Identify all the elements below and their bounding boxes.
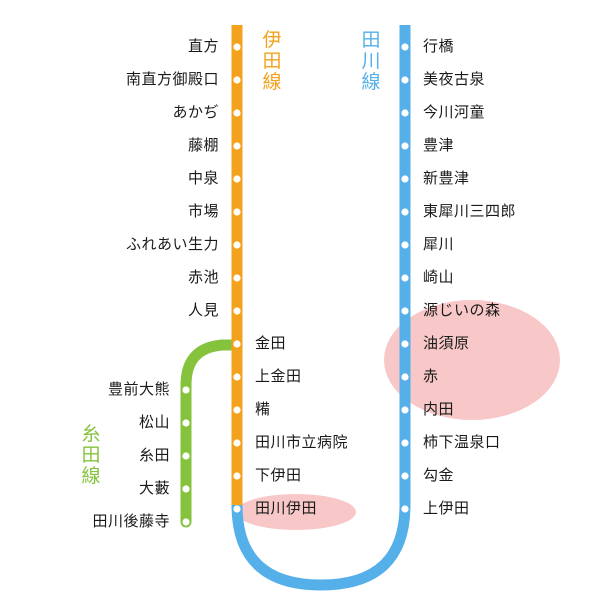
station-dot-tagawa xyxy=(401,76,409,84)
station-label-tagawa: 犀川 xyxy=(423,235,455,253)
station-dot-shared xyxy=(233,505,241,513)
station-dot-ita xyxy=(233,142,241,150)
highlight-area-tagawa-ita xyxy=(236,494,356,530)
station-dot-tagawa xyxy=(401,307,409,315)
station-dot-tagawa xyxy=(401,208,409,216)
station-dot-shared xyxy=(233,340,241,348)
station-dot-itoda xyxy=(182,485,190,493)
station-dot-shared xyxy=(233,373,241,381)
station-label-tagawa: 東犀川三四郎 xyxy=(423,202,517,220)
station-label-tagawa: 美夜古泉 xyxy=(423,70,486,88)
tagawa-line-track xyxy=(231,25,411,591)
station-dot-tagawa xyxy=(401,439,409,447)
station-dot-shared xyxy=(233,406,241,414)
station-label-tagawa: 内田 xyxy=(423,400,455,418)
station-label-itoda: 田川後藤寺 xyxy=(92,512,170,530)
station-dot-itoda xyxy=(182,419,190,427)
station-label-tagawa: 今川河童 xyxy=(423,103,486,121)
station-label-ita: 中泉 xyxy=(187,169,219,187)
station-dot-ita xyxy=(233,208,241,216)
station-dot-shared xyxy=(233,439,241,447)
station-label-itoda: 糸田 xyxy=(138,446,170,464)
itoda-line-track xyxy=(180,339,243,528)
station-label-tagawa: 崎山 xyxy=(423,268,455,286)
station-dot-tagawa xyxy=(401,109,409,117)
ita-line-name: 伊田線 xyxy=(262,29,282,93)
station-label-tagawa: 油須原 xyxy=(423,334,470,352)
station-dot-itoda xyxy=(182,386,190,394)
station-dot-ita xyxy=(233,109,241,117)
station-label-shared: 田川伊田 xyxy=(255,499,318,517)
tagawa-line-name: 田川線 xyxy=(361,29,381,93)
station-dot-tagawa xyxy=(401,505,409,513)
station-label-itoda: 豊前大熊 xyxy=(107,380,170,398)
station-label-ita: 藤棚 xyxy=(187,136,219,154)
station-dot-tagawa xyxy=(401,142,409,150)
station-dot-tagawa xyxy=(401,373,409,381)
station-dot-tagawa xyxy=(401,43,409,51)
station-label-tagawa: 上伊田 xyxy=(423,499,470,517)
station-label-ita: 赤池 xyxy=(187,268,219,286)
station-dot-shared xyxy=(233,472,241,480)
station-label-shared: 田川市立病院 xyxy=(255,433,349,451)
station-label-shared: 上金田 xyxy=(255,367,302,385)
station-dot-tagawa xyxy=(401,274,409,282)
station-label-ita: 南直方御殿口 xyxy=(125,70,219,88)
station-label-tagawa: 源じいの森 xyxy=(423,301,501,319)
station-dot-ita xyxy=(233,241,241,249)
station-label-itoda: 大藪 xyxy=(138,479,170,497)
station-dot-tagawa xyxy=(401,406,409,414)
highlight-area-tagawa xyxy=(384,300,560,420)
station-label-tagawa: 勾金 xyxy=(423,466,455,484)
station-dot-ita xyxy=(233,76,241,84)
station-dot-tagawa xyxy=(401,175,409,183)
station-dot-tagawa xyxy=(401,340,409,348)
station-label-tagawa: 新豊津 xyxy=(423,169,470,187)
station-dot-tagawa xyxy=(401,241,409,249)
station-label-ita: 人見 xyxy=(187,301,219,319)
itoda-line-name: 糸田線 xyxy=(81,423,101,487)
station-label-itoda: 松山 xyxy=(138,413,170,431)
station-label-shared: 金田 xyxy=(255,334,287,352)
station-dot-ita xyxy=(233,175,241,183)
station-label-shared: 下伊田 xyxy=(255,466,302,484)
station-label-shared: 糒 xyxy=(255,400,271,418)
station-dot-ita xyxy=(233,307,241,315)
station-label-tagawa: 柿下温泉口 xyxy=(423,433,501,451)
station-label-tagawa: 豊津 xyxy=(423,136,455,154)
station-label-ita: ふれあい生力 xyxy=(125,235,219,253)
station-label-tagawa: 行橋 xyxy=(423,37,455,55)
station-label-ita: 市場 xyxy=(187,202,219,220)
station-label-ita: あかぢ xyxy=(172,103,219,121)
station-label-ita: 直方 xyxy=(187,37,219,55)
station-dot-itoda xyxy=(182,518,190,526)
station-dot-ita xyxy=(233,43,241,51)
station-dot-itoda xyxy=(182,452,190,460)
station-label-tagawa: 赤 xyxy=(423,367,439,385)
station-dot-ita xyxy=(233,274,241,282)
station-dot-tagawa xyxy=(401,472,409,480)
